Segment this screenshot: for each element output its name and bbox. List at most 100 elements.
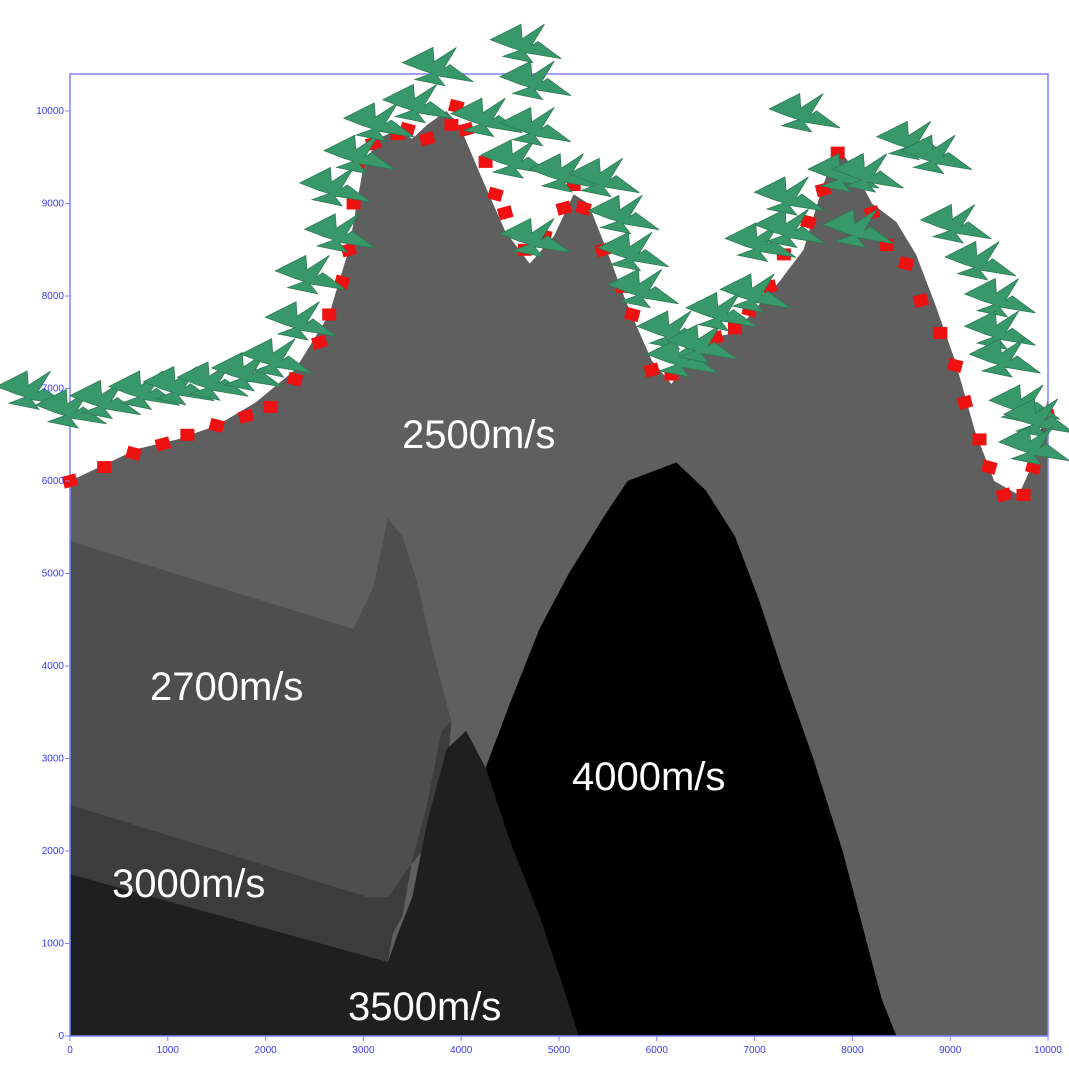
source-icon	[997, 425, 1069, 466]
x-tick-label: 8000	[841, 1045, 864, 1056]
layer-label-3500: 3500m/s	[348, 985, 501, 1029]
layer-label-2500: 2500m/s	[402, 413, 555, 457]
receiver-marker	[125, 445, 142, 461]
receiver-marker	[154, 436, 172, 452]
source-icon	[587, 194, 660, 235]
source-icon	[68, 379, 141, 420]
source-icon	[450, 97, 523, 138]
receiver-marker	[487, 186, 504, 202]
source-icon	[821, 208, 894, 249]
source-markers	[0, 23, 1069, 466]
y-tick-label: 10000	[36, 106, 64, 117]
source-icon	[401, 46, 474, 87]
source-icon	[606, 268, 679, 309]
source-icon	[176, 361, 249, 401]
receiver-marker	[643, 362, 661, 378]
source-icon	[274, 254, 347, 295]
receiver-marker	[728, 322, 742, 335]
layer-4000-region	[485, 462, 897, 1036]
x-tick-label: 1000	[157, 1045, 180, 1056]
x-tick-label: 6000	[646, 1045, 669, 1056]
layer-3000-region	[70, 721, 452, 962]
source-icon	[919, 203, 992, 244]
receiver-marker	[180, 428, 195, 441]
receiver-marker	[263, 401, 278, 413]
receiver-marker	[444, 118, 459, 131]
y-tick-label: 7000	[42, 384, 65, 395]
receiver-marker	[897, 255, 915, 272]
source-icon	[831, 153, 904, 193]
receiver-marker	[340, 242, 358, 258]
source-icon	[342, 102, 415, 142]
y-tick-label: 8000	[42, 291, 65, 302]
source-icon	[768, 92, 841, 133]
source-icon	[264, 301, 337, 341]
receiver-marker	[912, 292, 930, 309]
source-icon	[944, 240, 1017, 281]
receiver-marker	[995, 487, 1013, 503]
receiver-marker	[575, 200, 592, 216]
receiver-marker	[956, 394, 974, 411]
source-icon	[499, 106, 572, 147]
receiver-marker	[800, 214, 817, 230]
receiver-marker	[830, 146, 845, 159]
source-icon	[499, 60, 572, 101]
layer-label-3000: 3000m/s	[112, 862, 265, 906]
receiver-marker	[346, 197, 361, 210]
x-tick-label: 7000	[743, 1045, 766, 1056]
receiver-marker	[496, 205, 514, 221]
layer-label-2700: 2700m/s	[150, 665, 303, 709]
receiver-marker	[418, 131, 436, 147]
source-icon	[719, 273, 792, 313]
receiver-marker	[980, 459, 998, 475]
source-icon	[685, 291, 758, 332]
receiver-marker	[97, 461, 112, 474]
source-icon	[303, 213, 376, 253]
source-icon	[900, 134, 973, 175]
y-tick-label: 4000	[42, 661, 65, 672]
source-icon	[753, 208, 826, 249]
source-icon	[963, 310, 1036, 350]
source-icon	[298, 166, 371, 207]
source-icon	[665, 324, 738, 364]
x-tick-label: 3000	[352, 1045, 375, 1056]
source-icon	[968, 338, 1041, 378]
source-icon	[724, 222, 797, 262]
x-tick-label: 10000	[1034, 1045, 1062, 1056]
layer-labels: 2500m/s 2700m/s 3000m/s 3500m/s 4000m/s	[112, 413, 725, 1029]
source-icon	[34, 388, 107, 429]
layer-label-4000: 4000m/s	[572, 755, 725, 799]
source-icon	[567, 157, 640, 198]
receiver-marker	[208, 417, 226, 434]
receiver-marker	[555, 200, 573, 216]
y-tick-label: 2000	[42, 846, 65, 857]
layer-2700-region	[70, 518, 452, 898]
source-icon	[210, 351, 283, 392]
receiver-marker	[933, 327, 948, 339]
receiver-marker	[322, 308, 337, 321]
x-tick-label: 2000	[254, 1045, 277, 1056]
source-icon	[596, 231, 669, 272]
receiver-marker	[1016, 488, 1031, 501]
x-tick-label: 4000	[450, 1045, 473, 1056]
source-icon	[753, 176, 826, 216]
source-icon	[489, 23, 562, 64]
y-tick-label: 3000	[42, 754, 65, 765]
source-icon	[323, 134, 396, 175]
x-tick-label: 5000	[548, 1045, 571, 1056]
source-icon	[381, 83, 454, 124]
y-tick-label: 9000	[42, 199, 65, 210]
receiver-marker	[286, 371, 304, 387]
y-tick-label: 5000	[42, 569, 65, 580]
source-icon	[499, 217, 572, 258]
source-icon	[240, 338, 313, 378]
axis-ticks: 0 1000 2000 3000 4000 5000 6000 7000 8000 9000 100…	[36, 106, 1062, 1056]
x-tick-label: 0	[67, 1045, 73, 1056]
y-tick-label: 1000	[42, 939, 65, 950]
layer-3500-region	[70, 730, 579, 1036]
source-icon	[1002, 398, 1069, 438]
y-tick-label: 0	[58, 1031, 64, 1042]
source-icon	[963, 277, 1036, 318]
receiver-markers	[61, 98, 1057, 503]
